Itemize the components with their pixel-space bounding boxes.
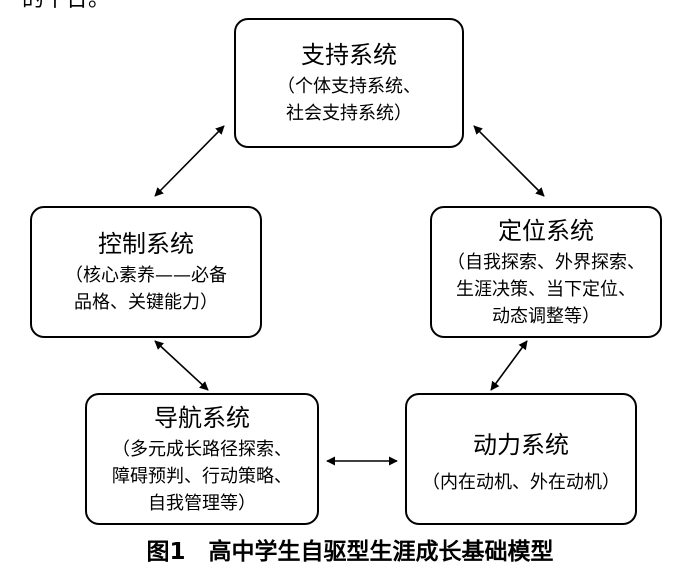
node-desc-line: 社会支持系统） — [286, 103, 412, 124]
node-desc-line: （核心素养——必备 — [65, 265, 227, 286]
node-control-system: 控制系统 （核心素养——必备 品格、关键能力） — [30, 206, 262, 338]
node-drive-system: 动力系统 （内在动机、外在动机） — [405, 393, 637, 525]
node-desc-line: （多元成长路径探索、 — [112, 438, 292, 460]
node-title: 动力系统 — [473, 430, 569, 459]
node-desc-line: 生涯决策、当下定位、 — [456, 278, 636, 300]
node-desc-line: （个体支持系统、 — [277, 76, 421, 97]
node-title: 支持系统 — [301, 41, 397, 69]
arrow-position-drive — [490, 340, 528, 391]
node-desc-line: 动态调整等） — [492, 305, 600, 327]
node-desc-line: （内在动机、外在动机） — [422, 471, 620, 493]
node-title: 控制系统 — [98, 230, 194, 258]
node-desc-line: （自我探索、外界探索、 — [447, 251, 645, 273]
preceding-text-fragment: 的平台。 — [22, 0, 110, 13]
node-guide-system: 导航系统 （多元成长路径探索、 障碍预判、行动策略、 自我管理等） — [85, 393, 319, 525]
node-support-system: 支持系统 （个体支持系统、 社会支持系统） — [234, 18, 464, 148]
node-position-system: 定位系统 （自我探索、外界探索、 生涯决策、当下定位、 动态调整等） — [430, 206, 662, 338]
node-desc-line: 自我管理等） — [148, 492, 256, 514]
figure-caption: 图1 高中学生自驱型生涯成长基础模型 — [146, 539, 554, 565]
node-desc-line: 障碍预判、行动策略、 — [112, 465, 292, 487]
node-desc-line: 品格、关键能力） — [74, 292, 218, 313]
node-title: 定位系统 — [498, 216, 594, 245]
arrow-support-control — [154, 125, 225, 197]
arrow-control-guide — [154, 340, 209, 391]
arrow-support-position — [473, 125, 545, 197]
node-title: 导航系统 — [154, 403, 250, 432]
